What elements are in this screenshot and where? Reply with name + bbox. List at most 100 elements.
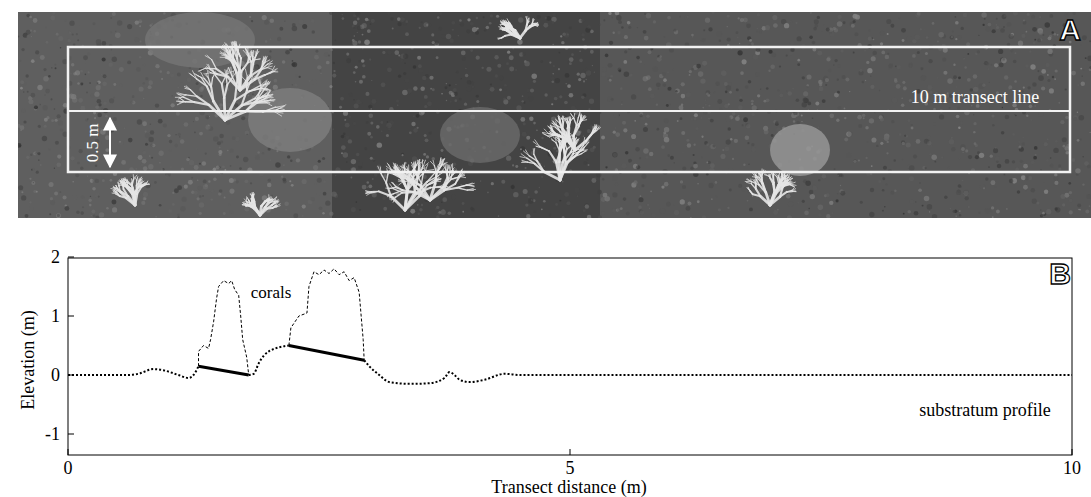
photo-speck (710, 119, 714, 123)
photo-speck (454, 92, 458, 96)
photo-speck (994, 63, 998, 67)
photo-speck (351, 207, 356, 212)
photo-speck (407, 88, 412, 93)
photo-speck (333, 128, 334, 129)
photo-speck (451, 195, 455, 199)
photo-speck (31, 59, 35, 63)
photo-speck (507, 96, 511, 100)
photo-speck (541, 208, 543, 210)
photo-speck (1012, 160, 1015, 163)
photo-speck (920, 67, 923, 70)
photo-speck (223, 212, 226, 215)
photo-speck (257, 151, 260, 154)
photo-speck (21, 109, 25, 113)
photo-speck (1015, 115, 1017, 117)
photo-speck (660, 208, 666, 214)
photo-speck (920, 28, 922, 30)
photo-speck (828, 69, 831, 72)
photo-speck (924, 167, 926, 169)
photo-speck (341, 135, 344, 138)
photo-speck (161, 78, 163, 80)
photo-speck (28, 12, 30, 14)
photo-speck (885, 55, 890, 60)
photo-speck (740, 71, 744, 75)
photo-speck (887, 141, 889, 143)
photo-speck (748, 80, 752, 84)
photo-speck (445, 86, 448, 89)
photo-speck (1077, 84, 1079, 86)
photo-speck (711, 12, 714, 14)
photo-speck (167, 134, 170, 137)
photo-speck (990, 211, 992, 213)
photo-speck (801, 115, 803, 117)
photo-speck (751, 100, 754, 103)
photo-speck (317, 65, 321, 69)
photo-speck (759, 31, 762, 34)
photo-speck (283, 164, 284, 165)
photo-speck (1010, 34, 1014, 38)
photo-speck (244, 179, 248, 183)
photo-speck (871, 165, 873, 167)
photo-speck (1017, 190, 1020, 193)
photo-speck (1069, 210, 1073, 214)
photo-speck (637, 27, 638, 28)
photo-speck (1060, 194, 1065, 199)
photo-speck (442, 197, 447, 202)
photo-speck (118, 140, 123, 145)
photo-speck (702, 61, 707, 66)
photo-speck (95, 193, 100, 198)
photo-speck (232, 136, 236, 140)
photo-speck (149, 155, 151, 157)
photo-speck (357, 32, 358, 33)
photo-speck (480, 180, 482, 182)
photo-speck (608, 12, 611, 15)
photo-speck (601, 136, 605, 140)
photo-speck (975, 155, 979, 159)
photo-speck (226, 120, 231, 125)
photo-speck (789, 51, 793, 55)
photo-speck (702, 215, 706, 218)
photo-speck (90, 94, 94, 98)
photo-speck (1020, 160, 1023, 163)
photo-speck (860, 201, 863, 204)
photo-speck (988, 68, 989, 69)
photo-speck (527, 186, 529, 188)
photo-speck (732, 112, 736, 116)
photo-speck (908, 119, 911, 122)
photo-speck (701, 38, 705, 42)
photo-speck (424, 95, 428, 99)
photo-speck (608, 63, 613, 68)
photo-speck (669, 103, 671, 105)
photo-speck (992, 216, 994, 218)
photo-tile (18, 12, 332, 218)
photo-speck (899, 17, 901, 19)
photo-speck (43, 68, 46, 71)
photo-speck (649, 152, 653, 156)
photo-speck (929, 211, 930, 212)
photo-speck (845, 78, 849, 82)
photo-speck (436, 206, 439, 209)
photo-speck (615, 132, 620, 137)
photo-speck (713, 92, 715, 94)
photo-speck (855, 14, 860, 19)
photo-speck (230, 210, 234, 214)
photo-speck (524, 214, 527, 217)
photo-speck (880, 142, 883, 145)
photo-speck (834, 168, 836, 170)
photo-speck (465, 68, 466, 69)
photo-speck (359, 101, 362, 104)
photo-speck (802, 102, 807, 107)
photo-speck (302, 179, 307, 184)
photo-speck (755, 72, 760, 77)
photo-speck (83, 55, 88, 60)
photo-speck (507, 51, 510, 54)
photo-speck (18, 36, 19, 38)
photo-speck (462, 211, 464, 213)
photo-speck (579, 130, 582, 133)
photo-speck (316, 50, 319, 53)
photo-speck (922, 166, 925, 169)
photo-speck (1046, 63, 1050, 67)
photo-speck (880, 31, 885, 36)
photo-speck (621, 26, 624, 29)
photo-speck (213, 167, 217, 171)
